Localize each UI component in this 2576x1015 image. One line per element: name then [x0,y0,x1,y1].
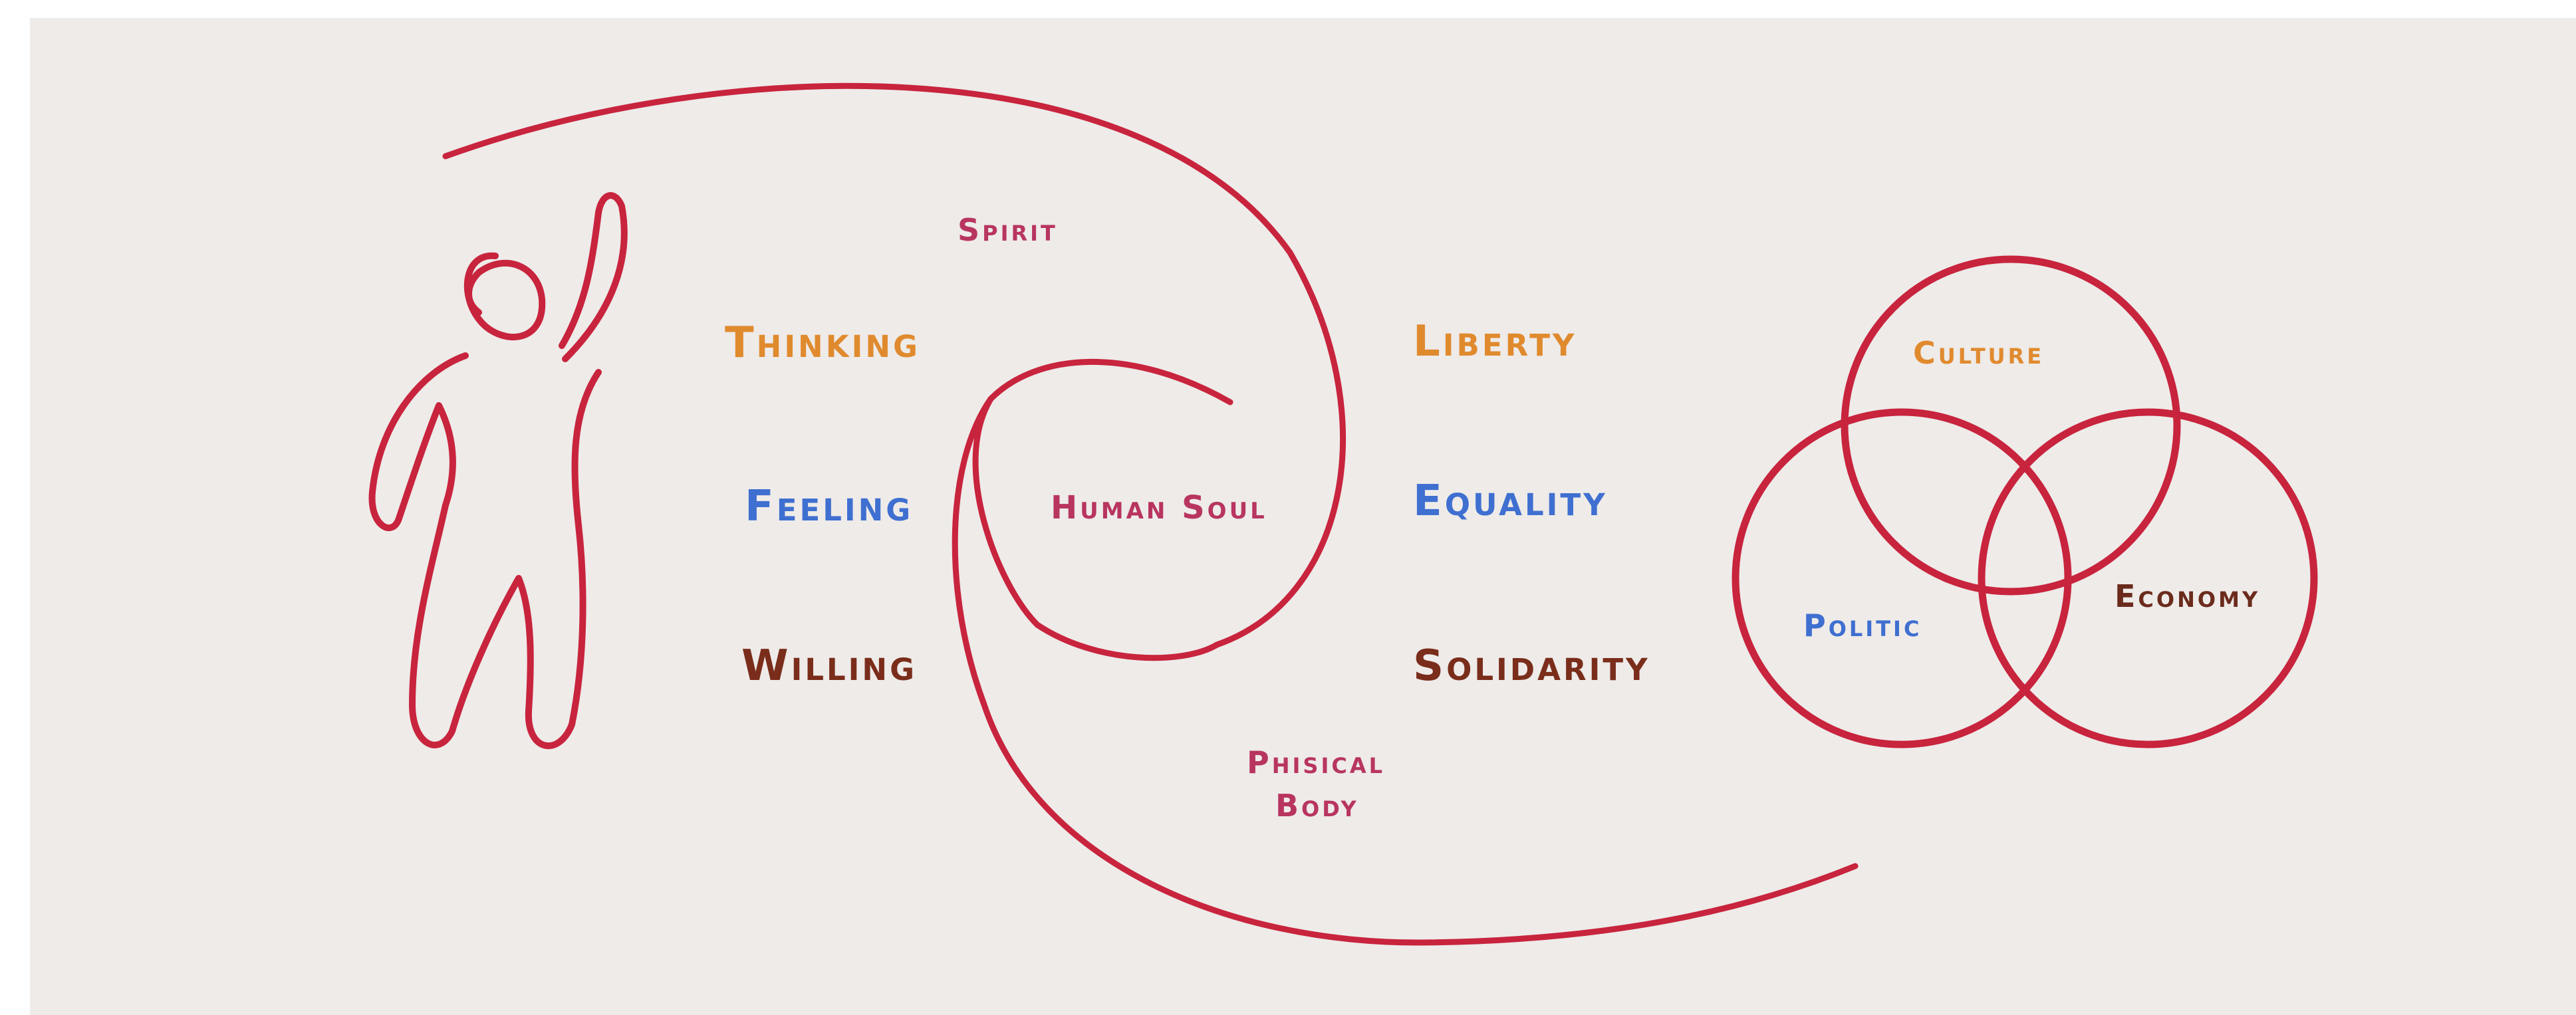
label-thinking: Thinking [725,318,920,368]
spiral-outer-arc [442,82,1346,648]
label-physical-body-line1: Phisical [1247,744,1385,780]
label-liberty: Liberty [1413,317,1577,366]
label-economy: Economy [2115,578,2260,614]
spiral [442,82,1859,946]
label-willing: Willing [741,641,917,691]
body-outline-icon [368,352,602,749]
label-feeling: Feeling [745,482,913,531]
politic-circle [1732,408,2072,748]
label-human-soul: Human Soul [1051,489,1267,526]
human-figure-icon [368,192,628,749]
culture-circle [1841,255,2181,596]
label-politic: Politic [1803,608,1922,643]
label-culture: Culture [1913,335,2044,371]
spiral-inner-arc [972,358,1233,661]
label-equality: Equality [1413,477,1608,526]
raised-arm-icon [559,192,628,362]
head-icon [463,252,546,341]
label-physical-body-line2: Body [1275,788,1359,824]
label-spirit: Spirit [958,212,1058,248]
venn-diagram [1732,255,2318,748]
label-solidarity: Solidarity [1413,641,1650,691]
economy-circle [1978,408,2318,748]
spiral-lower-arc [952,395,1859,946]
